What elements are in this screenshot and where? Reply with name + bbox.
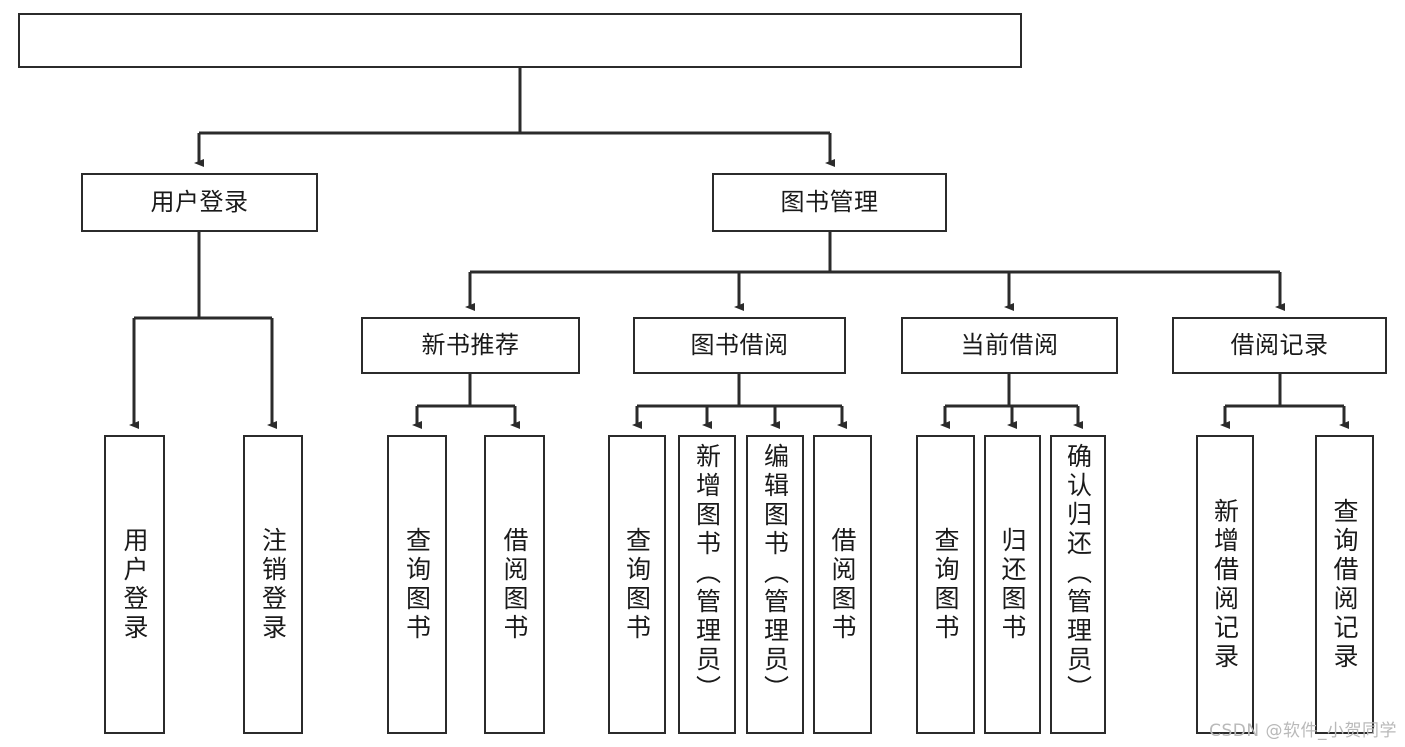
leaf-query-books-current[interactable]: 查询图书 [916, 435, 975, 734]
node-book-management-label: 图书管理 [780, 188, 879, 217]
leaf-query-books-current-label: 查询图书 [931, 526, 960, 643]
leaf-confirm-return-admin-label: 确认归还（管理员） [1063, 443, 1093, 704]
node-borrow-records[interactable]: 借阅记录 [1172, 317, 1387, 374]
leaf-borrow-books-new[interactable]: 借阅图书 [484, 435, 545, 734]
leaf-query-books-new-label: 查询图书 [402, 526, 432, 643]
leaf-user-login[interactable]: 用户登录 [104, 435, 165, 734]
leaf-confirm-return-admin[interactable]: 确认归还（管理员） [1050, 435, 1106, 734]
leaf-query-borrow-record[interactable]: 查询借阅记录 [1315, 435, 1374, 734]
node-current-borrow[interactable]: 当前借阅 [901, 317, 1118, 374]
leaf-query-books-borrow[interactable]: 查询图书 [608, 435, 666, 734]
leaf-borrow-books[interactable]: 借阅图书 [813, 435, 872, 734]
node-current-borrow-label: 当前借阅 [960, 331, 1059, 360]
leaf-edit-book-admin[interactable]: 编辑图书（管理员） [746, 435, 804, 734]
node-book-management[interactable]: 图书管理 [712, 173, 947, 232]
leaf-logout-label: 注销登录 [258, 526, 288, 643]
watermark: CSDN @软件_小贺同学 [1209, 721, 1397, 741]
leaf-query-books-new[interactable]: 查询图书 [387, 435, 447, 734]
leaf-borrow-books-label: 借阅图书 [828, 526, 857, 643]
leaf-return-books-label: 归还图书 [998, 526, 1027, 643]
leaf-edit-book-admin-label: 编辑图书（管理员） [760, 443, 790, 704]
leaf-add-borrow-record[interactable]: 新增借阅记录 [1196, 435, 1254, 734]
leaf-add-borrow-record-label: 新增借阅记录 [1210, 497, 1240, 672]
node-book-borrow[interactable]: 图书借阅 [633, 317, 846, 374]
leaf-return-books[interactable]: 归还图书 [984, 435, 1041, 734]
node-book-borrow-label: 图书借阅 [690, 331, 789, 360]
node-new-book-recommend[interactable]: 新书推荐 [361, 317, 580, 374]
leaf-add-book-admin-label: 新增图书（管理员） [692, 443, 722, 704]
leaf-borrow-books-new-label: 借阅图书 [500, 526, 529, 643]
leaf-query-borrow-record-label: 查询借阅记录 [1330, 497, 1359, 672]
leaf-add-book-admin[interactable]: 新增图书（管理员） [678, 435, 736, 734]
node-borrow-records-label: 借阅记录 [1230, 331, 1329, 360]
node-user-login-label: 用户登录 [150, 188, 249, 217]
leaf-query-books-borrow-label: 查询图书 [622, 526, 652, 643]
node-root[interactable] [18, 13, 1022, 68]
node-user-login[interactable]: 用户登录 [81, 173, 318, 232]
leaf-user-login-label: 用户登录 [120, 526, 149, 643]
leaf-logout[interactable]: 注销登录 [243, 435, 303, 734]
node-new-book-recommend-label: 新书推荐 [421, 331, 520, 360]
